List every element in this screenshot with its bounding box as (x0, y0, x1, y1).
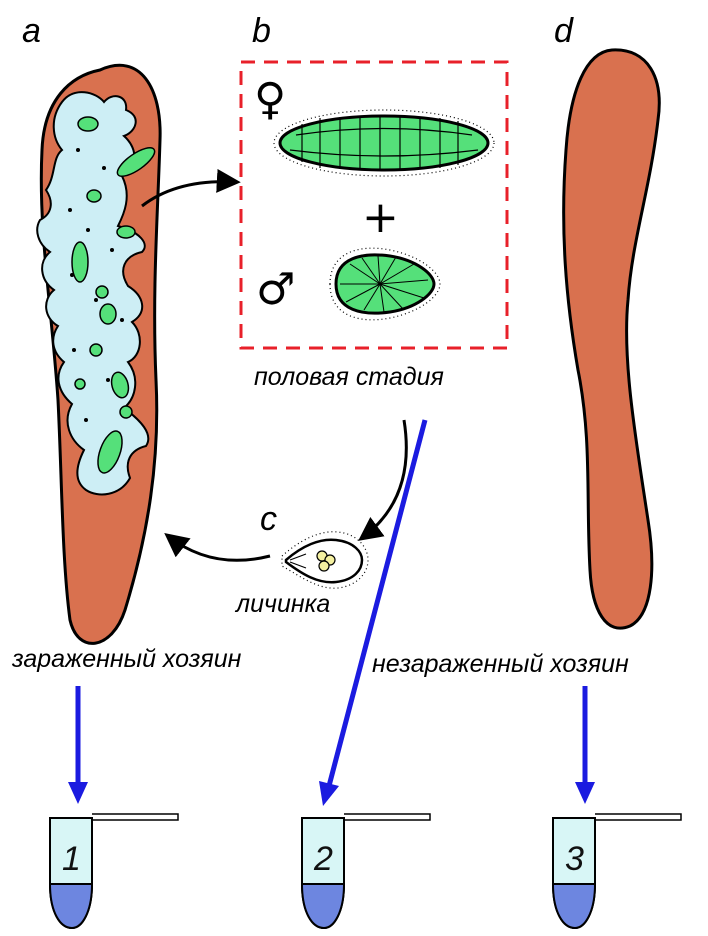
parasite-cell (75, 379, 85, 389)
tube-1-number: 1 (62, 840, 81, 878)
parasite-cell (72, 242, 88, 282)
arrow-sexual-stage-to-tube-2 (329, 420, 425, 786)
panel-label-d: d (554, 12, 574, 50)
female-parasite (274, 110, 494, 176)
male-symbol: ♂ (256, 264, 295, 315)
panel-label-a: a (22, 12, 41, 50)
arrow-larva-to-host (168, 536, 270, 560)
parasite-cell (117, 226, 135, 238)
parasite-cell (78, 117, 98, 131)
plus-symbol: + (362, 192, 399, 243)
parasite-cell (120, 406, 132, 418)
larva (282, 532, 368, 588)
female-symbol: ♀ (254, 74, 286, 125)
tube-2-number: 2 (313, 840, 333, 878)
male-parasite (330, 248, 440, 320)
panel-label-b: b (252, 12, 271, 50)
infected-host-caption: зараженный хозяин (11, 645, 242, 673)
tube-3-number: 3 (565, 840, 584, 878)
parasite-cell (87, 190, 101, 202)
sexual-stage-caption: половая стадия (254, 363, 444, 391)
panel-label-c: c (260, 500, 277, 538)
larva-caption: личинка (234, 590, 330, 618)
uninfected-host-caption: незараженный хозяин (372, 650, 629, 678)
parasite-cell (90, 344, 102, 356)
parasite-cell (100, 304, 116, 324)
infected-host-worm (37, 65, 160, 643)
uninfected-host-worm (564, 50, 660, 628)
parasite-cell (96, 286, 108, 298)
